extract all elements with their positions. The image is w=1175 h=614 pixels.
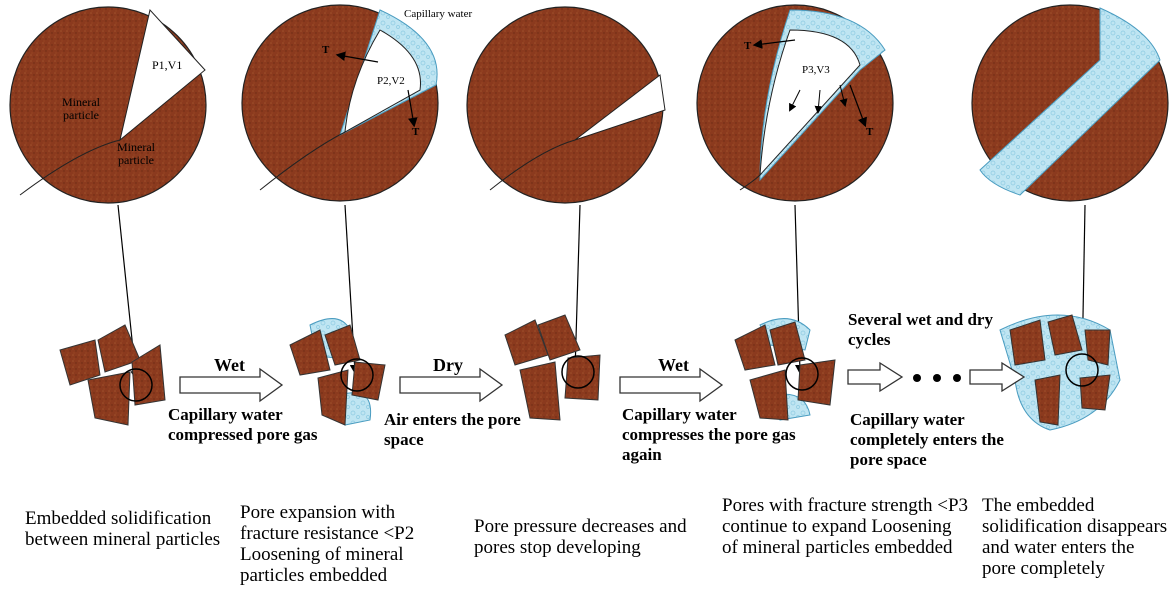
label-capillary-water: Capillary water [404,8,472,20]
label-p3v3: P3,V3 [802,64,830,76]
connector-lines [118,205,1085,378]
transition-label-dry: Dry [433,355,463,376]
magnified-circle [10,7,206,203]
ellipsis-dot [933,374,941,382]
magnified-view-4 [697,5,893,201]
label-mineral-particle-1: Mineral particle [55,96,107,122]
magnified-view-1 [10,7,206,203]
stage-caption-4: Pores with fracture strength <P3 continu… [722,495,972,558]
mineral-particle [565,355,600,400]
magnified-view-5 [972,5,1168,201]
label-p2v2: P2,V2 [377,75,405,87]
aggregate-1 [60,325,165,425]
aggregate-3 [505,315,600,420]
mineral-particle [352,362,385,400]
label-tension: T [412,126,419,138]
process-text: Capillary water compresses the pore gas … [622,405,797,465]
stage-caption-2: Pore expansion with fracture resistance … [240,502,440,586]
process-text: Capillary water completely enters the po… [850,410,1040,470]
cycle-arrow [848,363,902,391]
transition-label-wet: Wet [214,355,245,376]
process-text: Capillary water compressed pore gas [168,405,368,445]
magnified-view-2 [242,5,438,201]
ellipsis-dot [953,374,961,382]
stage-caption-3: Pore pressure decreases and pores stop d… [474,516,714,558]
magnified-view-3 [467,7,665,203]
stage-caption-1: Embedded solidification between mineral … [25,508,230,550]
stage-caption-5: The embedded solidification disappears a… [982,495,1172,579]
transition-label-wet: Wet [658,355,689,376]
label-p1v1: P1,V1 [152,58,182,73]
label-tension: T [866,126,873,138]
label-mineral-particle-2: Mineral particle [110,141,162,167]
mineral-particle [60,340,100,385]
transition-label-cycles: Several wet and dry cycles [848,310,1028,350]
label-tension: T [744,40,751,52]
mineral-particle [1085,330,1110,365]
label-tension: T [322,44,329,56]
ellipsis-dot [913,374,921,382]
process-text: Air enters the pore space [384,410,564,450]
mineral-particle [88,372,130,425]
